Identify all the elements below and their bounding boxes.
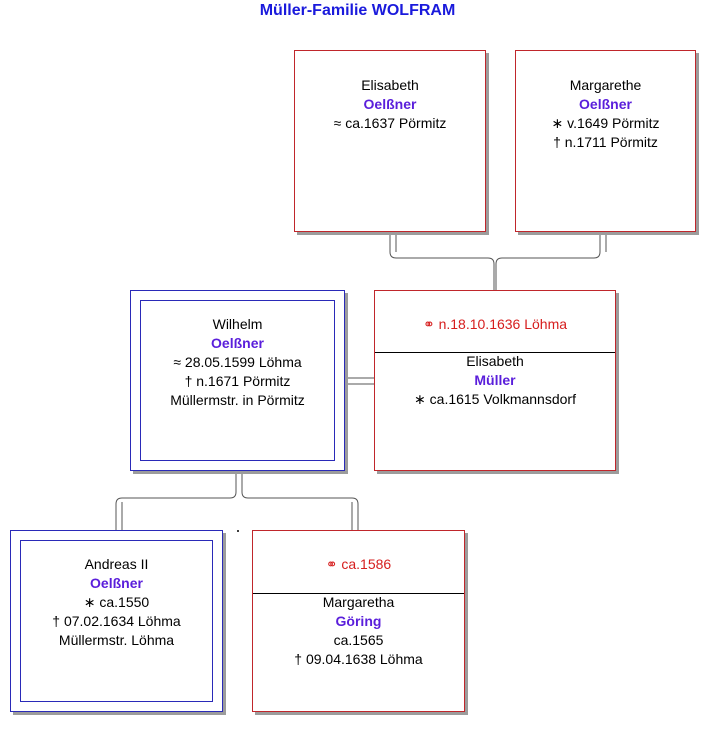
occupation-line: Müllermstr. Löhma — [58, 632, 175, 648]
person-card-andreas-oelssner[interactable]: Andreas II Oelßner ∗ ca.1550 † 07.02.163… — [10, 530, 223, 712]
marriage-line: ⚭ ca.1586 — [325, 556, 392, 572]
inner-frame — [20, 540, 213, 702]
person-card-elisabeth-mueller[interactable]: ⚭ n.18.10.1636 Löhma Elisabeth Müller ∗ … — [374, 290, 616, 471]
person-card-elisabeth-oelssner[interactable]: Elisabeth Oelßner ≈ ca.1637 Pörmitz — [294, 50, 486, 232]
divider — [375, 352, 615, 353]
death-line: † 07.02.1634 Löhma — [52, 613, 181, 629]
given-name: Wilhelm — [212, 316, 263, 332]
death-line: † n.1671 Pörmitz — [184, 373, 291, 389]
death-line: † 09.04.1638 Löhma — [294, 651, 423, 667]
birth-line: ca.1565 — [333, 632, 384, 648]
surname: Oelßner — [363, 96, 417, 112]
birth-line: ∗ ca.1615 Volkmannsdorf — [414, 391, 576, 407]
connector-top-left — [389, 232, 495, 290]
given-name: Elisabeth — [361, 77, 419, 93]
surname: Göring — [335, 613, 382, 629]
surname: Oelßner — [211, 335, 264, 351]
baptism-line: ≈ ca.1637 Pörmitz — [333, 115, 447, 131]
birth-line: ∗ ca.1550 — [83, 594, 150, 610]
surname: Oelßner — [579, 96, 632, 112]
baptism-line: ≈ 28.05.1599 Löhma — [173, 354, 302, 370]
death-line: † n.1711 Pörmitz — [553, 134, 658, 150]
given-name: Margarethe — [569, 77, 642, 93]
given-name: Elisabeth — [466, 353, 524, 369]
divider — [253, 593, 464, 594]
given-name: Andreas II — [84, 556, 149, 572]
person-card-margaretha-goering[interactable]: ⚭ ca.1586 Margaretha Göring ca.1565 † 09… — [252, 530, 465, 712]
birth-line: ∗ v.1649 Pörmitz — [551, 115, 660, 131]
inner-frame — [140, 300, 335, 461]
connector-top-right — [495, 232, 601, 290]
person-card-margarethe-oelssner[interactable]: Margarethe Oelßner ∗ v.1649 Pörmitz † n.… — [515, 50, 696, 232]
given-name: Margaretha — [322, 594, 395, 610]
dot-marker — [237, 530, 239, 532]
page-title: Müller-Familie WOLFRAM — [259, 2, 456, 19]
marriage-line: ⚭ n.18.10.1636 Löhma — [422, 316, 568, 332]
person-card-wilhelm-oelssner[interactable]: Wilhelm Oelßner ≈ 28.05.1599 Löhma † n.1… — [130, 290, 345, 471]
occupation-line: Müllermstr. in Pörmitz — [170, 392, 305, 408]
connector-bottom-right — [241, 471, 359, 530]
surname: Müller — [474, 372, 516, 388]
connector-bottom-left — [115, 471, 237, 530]
surname: Oelßner — [90, 575, 143, 591]
